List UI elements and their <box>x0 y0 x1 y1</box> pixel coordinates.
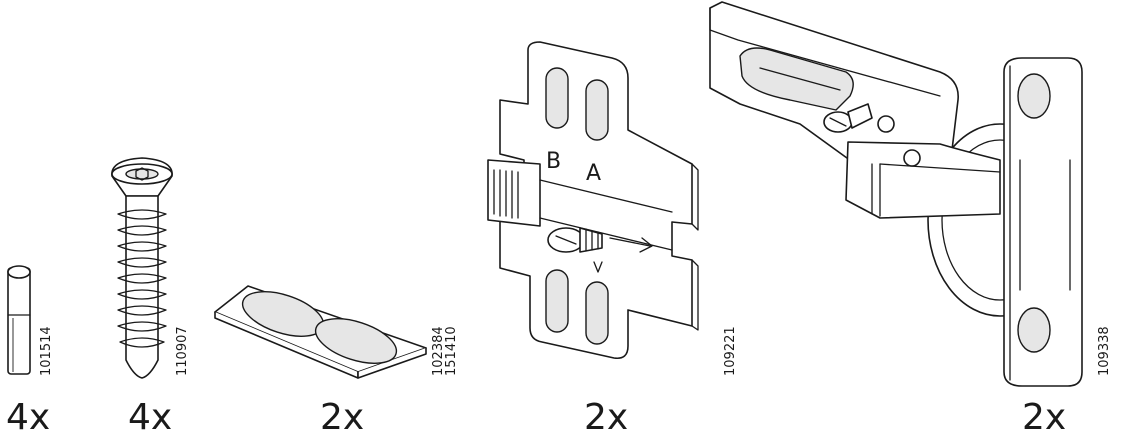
quantity-bumper-pad: 2x <box>320 397 365 438</box>
part-number-hinge: 109338 <box>1097 326 1112 376</box>
plate-label-b: B <box>546 149 561 174</box>
screw-threads <box>117 209 167 348</box>
quantity-screw: 4x <box>128 397 173 438</box>
quantity-dowel: 4x <box>6 397 51 438</box>
plate-label-a: A <box>586 161 601 186</box>
quantity-hinge: 2x <box>1022 397 1067 438</box>
quantity-mounting-plate: 2x <box>584 397 629 438</box>
